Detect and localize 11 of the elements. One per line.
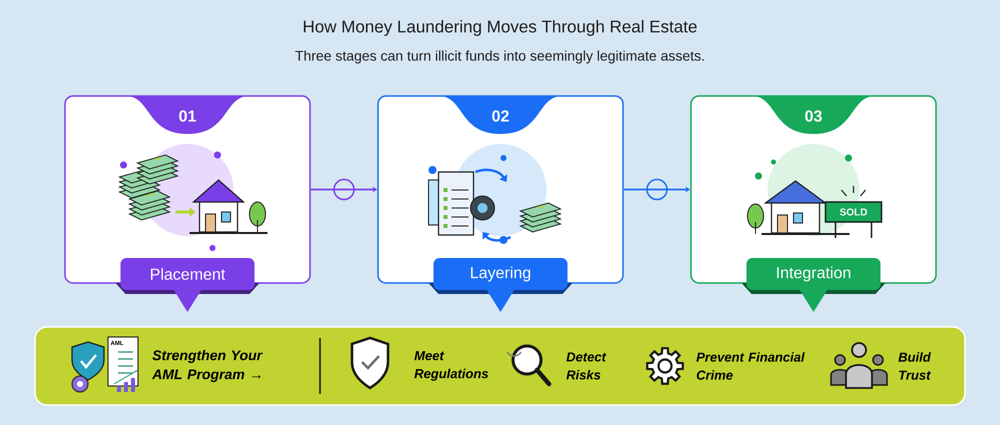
benefit-text: Detect Risks xyxy=(566,352,606,380)
subtitle: Three stages can turn illicit funds into seemingly legitimate assets. xyxy=(295,50,704,64)
benefit-text: Build Trust xyxy=(898,352,931,380)
stage-label-tab: Placement xyxy=(116,258,260,312)
benefit-text: Prevent Financial Crime xyxy=(696,352,805,380)
sold-house-drawing: SOLD xyxy=(747,144,882,239)
benefit-text: Strengthen Your AML Program → xyxy=(152,350,263,382)
benefit-text: Meet Regulations xyxy=(414,351,488,381)
stage-label-tab: Integration xyxy=(742,258,886,312)
stage-label-tab: Layering xyxy=(428,258,572,312)
title: How Money Laundering Moves Through Real Estate xyxy=(304,20,697,36)
